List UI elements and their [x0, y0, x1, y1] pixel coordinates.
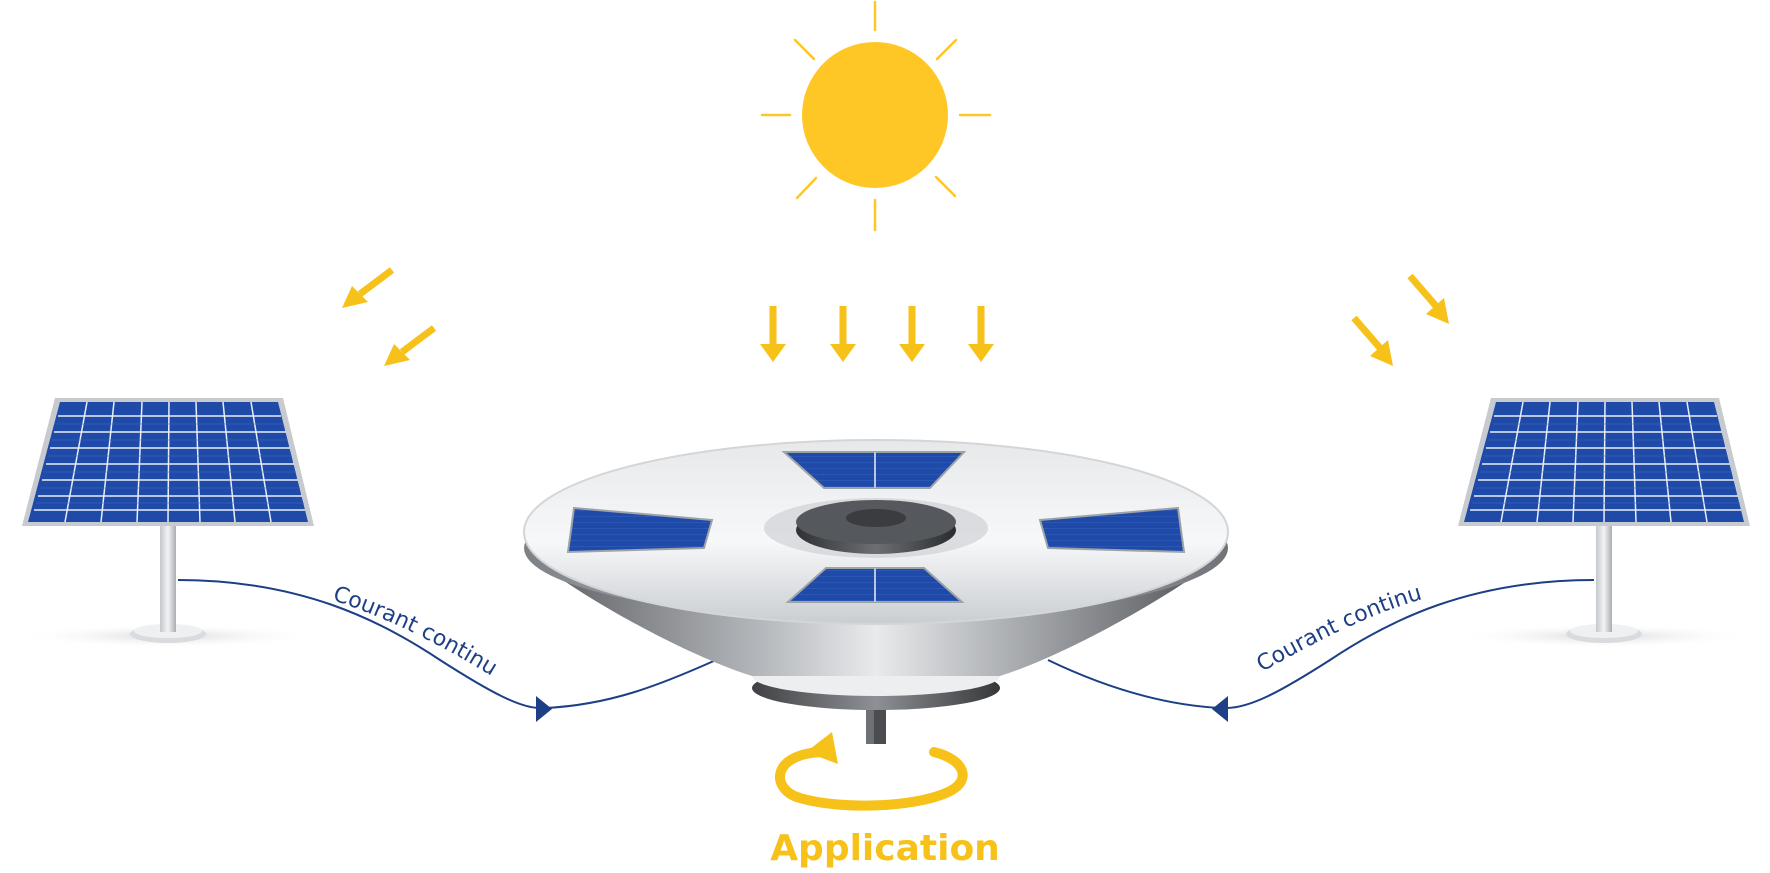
solar-panel-right	[1454, 398, 1754, 648]
rotation-arrow-icon	[775, 732, 968, 811]
solar-cell-slot	[1038, 506, 1186, 554]
solar-panel-left	[18, 398, 318, 648]
arrow-down-left-icon	[342, 267, 395, 308]
sun-icon	[760, 0, 992, 232]
arrow-down-icon	[968, 306, 994, 362]
solar-panel-icon	[22, 398, 314, 526]
sunlight-arrows	[342, 267, 1449, 366]
arrow-down-right-icon	[1351, 315, 1393, 366]
arrow-down-icon	[760, 306, 786, 362]
arrow-down-icon	[899, 306, 925, 362]
current-label-right: Courant continu	[1253, 581, 1425, 678]
solar-panel-icon	[1458, 398, 1750, 526]
arrow-down-right-icon	[1407, 273, 1449, 324]
current-label-left-text: Courant continu	[330, 582, 501, 681]
current-label-right-text: Courant continu	[1253, 581, 1425, 678]
motor-icon	[523, 439, 1229, 744]
wire-left	[177, 579, 717, 722]
arrow-down-left-icon	[384, 325, 437, 366]
arrow-right-icon	[536, 696, 552, 722]
application-label: Application	[770, 828, 1000, 869]
solar-cell-slot	[566, 506, 714, 554]
arrow-left-icon	[1212, 696, 1228, 722]
wire-right	[1047, 579, 1595, 722]
current-label-left: Courant continu	[330, 582, 501, 681]
arrow-down-icon	[830, 306, 856, 362]
